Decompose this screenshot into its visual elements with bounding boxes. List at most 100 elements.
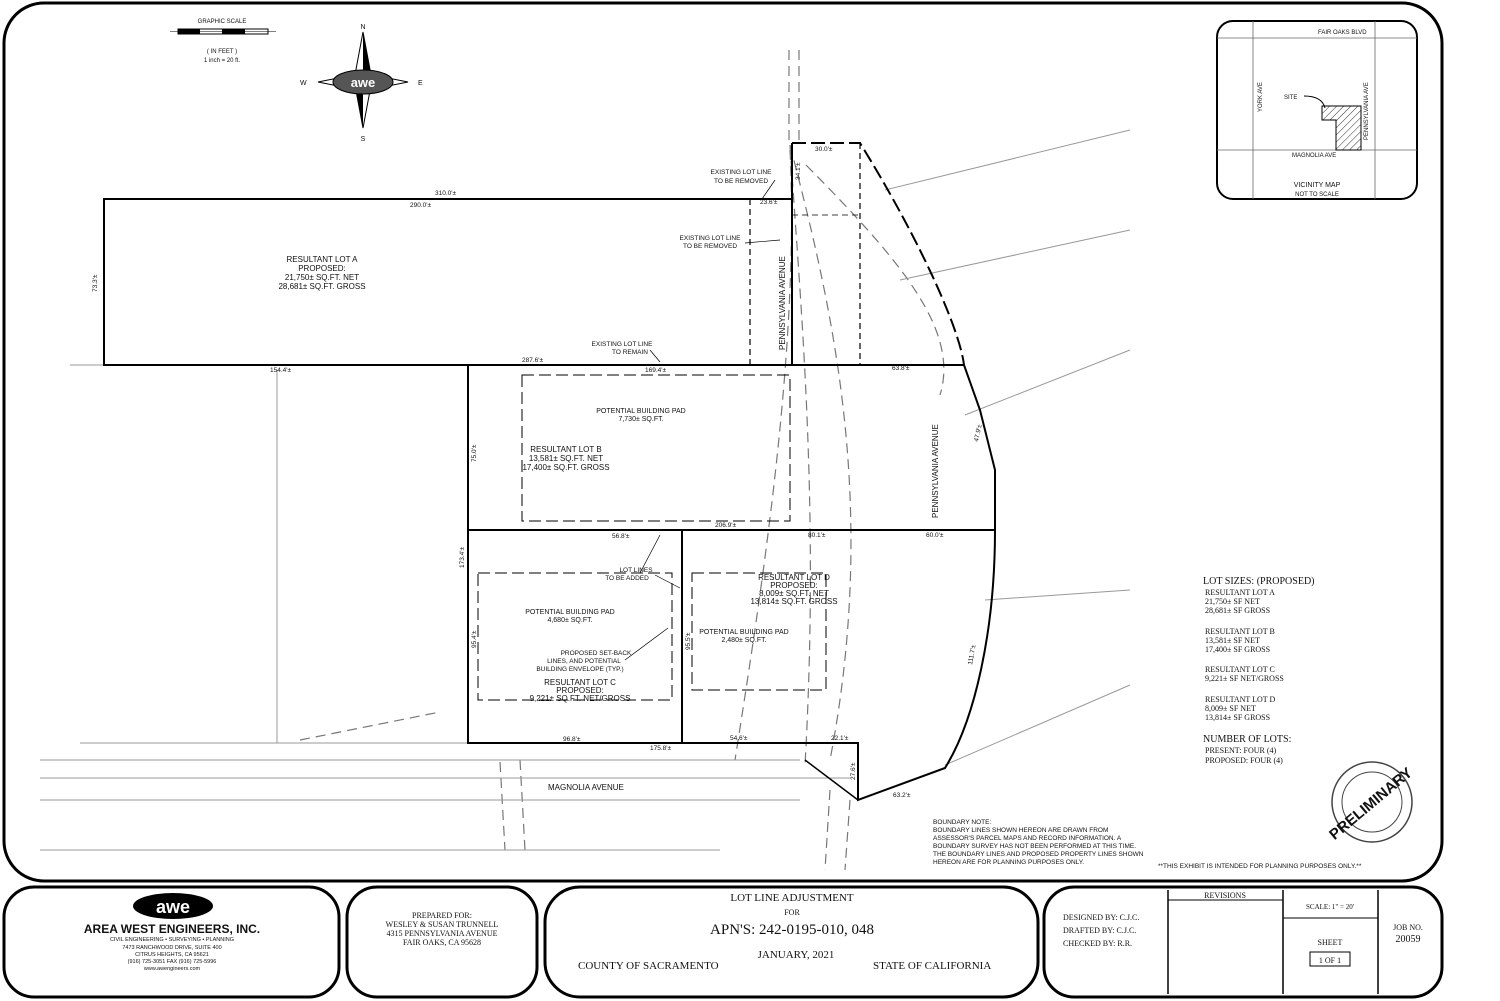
- project-title: LOT LINE ADJUSTMENT: [730, 892, 854, 904]
- pad-c-line2: 4,680± SQ.FT.: [547, 617, 592, 624]
- lot-d-line2: 8,009± SQ.FT. NET: [759, 589, 829, 598]
- bn-l4: BOUNDARY SURVEY HAS NOT BEEN PERFORMED A…: [933, 843, 1136, 850]
- tb-client-box: [345, 885, 539, 999]
- dim-236: 23.6'±: [760, 199, 778, 206]
- dim-1758: 175.8'±: [650, 745, 672, 752]
- ls-d2: 8,009± SF NET: [1205, 704, 1256, 713]
- client-address: 4315 PENNSYLVANIA AVENUE: [387, 929, 498, 938]
- lot-a-title: RESULTANT LOT A: [287, 255, 359, 264]
- lot-d-title: RESULTANT LOT D: [758, 573, 830, 582]
- dim-479: 47.9'±: [973, 423, 984, 442]
- designed-by: DESIGNED BY: C.J.C.: [1063, 913, 1139, 922]
- lot-c-building-pad: [477, 572, 673, 701]
- plan-notes: EXISTING LOT LINE TO BE REMOVED EXISTING…: [536, 169, 772, 673]
- vmap-magnolia: MAGNOLIA AVE: [1292, 153, 1336, 159]
- lot-d-line1: PROPOSED:: [770, 581, 818, 590]
- lot-a-line3: 28,681± SQ.FT. GROSS: [278, 282, 365, 291]
- added-line-b: TO BE ADDED: [605, 575, 649, 582]
- west-label: W: [300, 80, 307, 87]
- num-lots-present: PRESENT: FOUR (4): [1205, 746, 1277, 755]
- pad-d-line2: 2,480± SQ.FT.: [721, 637, 766, 644]
- bn-l2: BOUNDARY LINES SHOWN HEREON ARE DRAWN FR…: [933, 827, 1108, 834]
- tb-info-box: [1042, 885, 1444, 999]
- lot-d-boundary: [681, 529, 997, 802]
- bn-l1: BOUNDARY NOTE:: [933, 819, 991, 826]
- lot-b-label: RESULTANT LOT B 13,581± SQ.FT. NET 17,40…: [522, 445, 609, 472]
- road-edges: [40, 129, 1131, 851]
- scale-label: SCALE: 1" = 20': [1306, 903, 1354, 911]
- title-block: awe AREA WEST ENGINEERS, INC. CIVIL ENGI…: [2, 885, 1444, 999]
- dim-2069: 206.9'±: [715, 522, 737, 529]
- dim-276: 27.6'±: [850, 762, 857, 780]
- dim-290: 290.0'±: [410, 202, 432, 209]
- dim-801: 80.1'±: [808, 532, 826, 539]
- ls-b2: 13,581± SF NET: [1205, 636, 1260, 645]
- project-county: COUNTY OF SACRAMENTO: [578, 960, 719, 972]
- dim-632: 63.2'±: [893, 792, 911, 799]
- magnolia-ave-label: MAGNOLIA AVENUE: [548, 783, 624, 792]
- ls-a2: 21,750± SF NET: [1205, 597, 1260, 606]
- lot-d-line3: 13,814± SQ.FT. GROSS: [750, 597, 837, 606]
- lot-b-line1: 13,581± SQ.FT. NET: [529, 454, 603, 463]
- lot-c-label: RESULTANT LOT C PROPOSED: 9,221± SQ.FT. …: [530, 678, 631, 703]
- ls-d1: RESULTANT LOT D: [1205, 695, 1276, 704]
- lot-c-title: RESULTANT LOT C: [544, 678, 616, 687]
- project-state: STATE OF CALIFORNIA: [873, 960, 991, 972]
- sheet-label: SHEET: [1318, 938, 1343, 947]
- company-name: AREA WEST ENGINEERS, INC.: [84, 922, 260, 936]
- dim-341: 34.1'±: [795, 162, 802, 180]
- lot-a-label: RESULTANT LOT A PROPOSED: 21,750± SQ.FT.…: [278, 255, 365, 291]
- company-address1: 7473 RANCHWOOD DRIVE, SUITE 400: [122, 945, 221, 951]
- checked-by: CHECKED BY: R.R.: [1063, 939, 1132, 948]
- graphic-scale: GRAPHIC SCALE ( IN FEET ) 1 inch = 20 ft…: [170, 19, 276, 64]
- lot-d-building-pad: [691, 572, 827, 691]
- setback-line-a: PROPOSED SET-BACK: [561, 650, 632, 657]
- ls-d3: 13,814± SF GROSS: [1205, 713, 1270, 722]
- company-logo: awe: [156, 897, 190, 917]
- dimension-labels: 310.0'± 290.0'± 73.3'± 30.0'± 23.6'± 287…: [92, 146, 984, 799]
- pad-b-line2: 7,730± SQ.FT.: [618, 416, 663, 423]
- lot-a-boundary: [103, 198, 793, 366]
- lot-a-line1: PROPOSED:: [298, 264, 346, 273]
- num-lots-title: NUMBER OF LOTS:: [1203, 734, 1291, 745]
- dim-568: 56.8'±: [612, 533, 630, 540]
- lot-b-title: RESULTANT LOT B: [530, 445, 601, 454]
- vmap-site: SITE: [1284, 95, 1297, 101]
- east-label: E: [418, 80, 423, 87]
- lot-d-label: RESULTANT LOT D PROPOSED: 8,009± SQ.FT. …: [750, 573, 837, 606]
- dim-955: 95.5'±: [685, 632, 692, 650]
- pad-d-line1: POTENTIAL BUILDING PAD: [699, 629, 788, 636]
- existing-lot-line-1a: EXISTING LOT LINE: [711, 169, 773, 176]
- project-apns: APN'S: 242-0195-010, 048: [710, 922, 874, 938]
- dim-1544: 154.4'±: [270, 367, 292, 374]
- vicinity-map: FAIR OAKS BLVD MAGNOLIA AVE YORK AVE PEN…: [1216, 20, 1418, 200]
- ls-c1: RESULTANT LOT C: [1205, 665, 1275, 674]
- lot-b-line2: 17,400± SQ.FT. GROSS: [522, 463, 609, 472]
- remain-line-b: TO REMAIN: [612, 349, 648, 356]
- ls-a1: RESULTANT LOT A: [1205, 588, 1275, 597]
- dim-30-top: 30.0'±: [815, 146, 833, 153]
- lot-c-line2: 9,221± SQ.FT. NET/GROSS: [530, 694, 631, 703]
- dim-954: 95.4'±: [471, 630, 478, 648]
- client-city: FAIR OAKS, CA 95628: [403, 938, 481, 947]
- vmap-penn: PENNSYLVANIA AVE: [1364, 82, 1370, 140]
- vmap-york: YORK AVE: [1258, 82, 1264, 112]
- vmap-subtitle: NOT TO SCALE: [1295, 192, 1339, 198]
- dim-1117: 111.7'±: [967, 644, 977, 665]
- bn-l3: ASSESSOR'S PARCEL MAPS AND RECORD INFORM…: [933, 835, 1122, 842]
- lot-c-line1: PROPOSED:: [556, 686, 604, 695]
- dim-1694: 169.4'±: [645, 367, 667, 374]
- project-for: FOR: [784, 908, 800, 917]
- sheet-number: 1 OF 1: [1319, 956, 1341, 965]
- num-lots-proposed: PROPOSED: FOUR (4): [1205, 756, 1283, 765]
- north-arrow-logo: awe: [351, 75, 376, 90]
- vmap-title: VICINITY MAP: [1294, 182, 1341, 189]
- setback-line-b: LINES, AND POTENTIAL: [547, 658, 621, 665]
- revisions-label: REVISIONS: [1204, 891, 1246, 900]
- lot-c-boundary: [467, 529, 683, 744]
- pad-b-line1: POTENTIAL BUILDING PAD: [596, 408, 685, 415]
- dim-638: 63.8'±: [892, 365, 910, 372]
- pad-labels: POTENTIAL BUILDING PAD 7,730± SQ.FT. POT…: [525, 408, 788, 644]
- dim-1734: 173.4'±: [459, 546, 466, 568]
- setback-line-c: BUILDING ENVELOPE (TYP.): [536, 666, 623, 673]
